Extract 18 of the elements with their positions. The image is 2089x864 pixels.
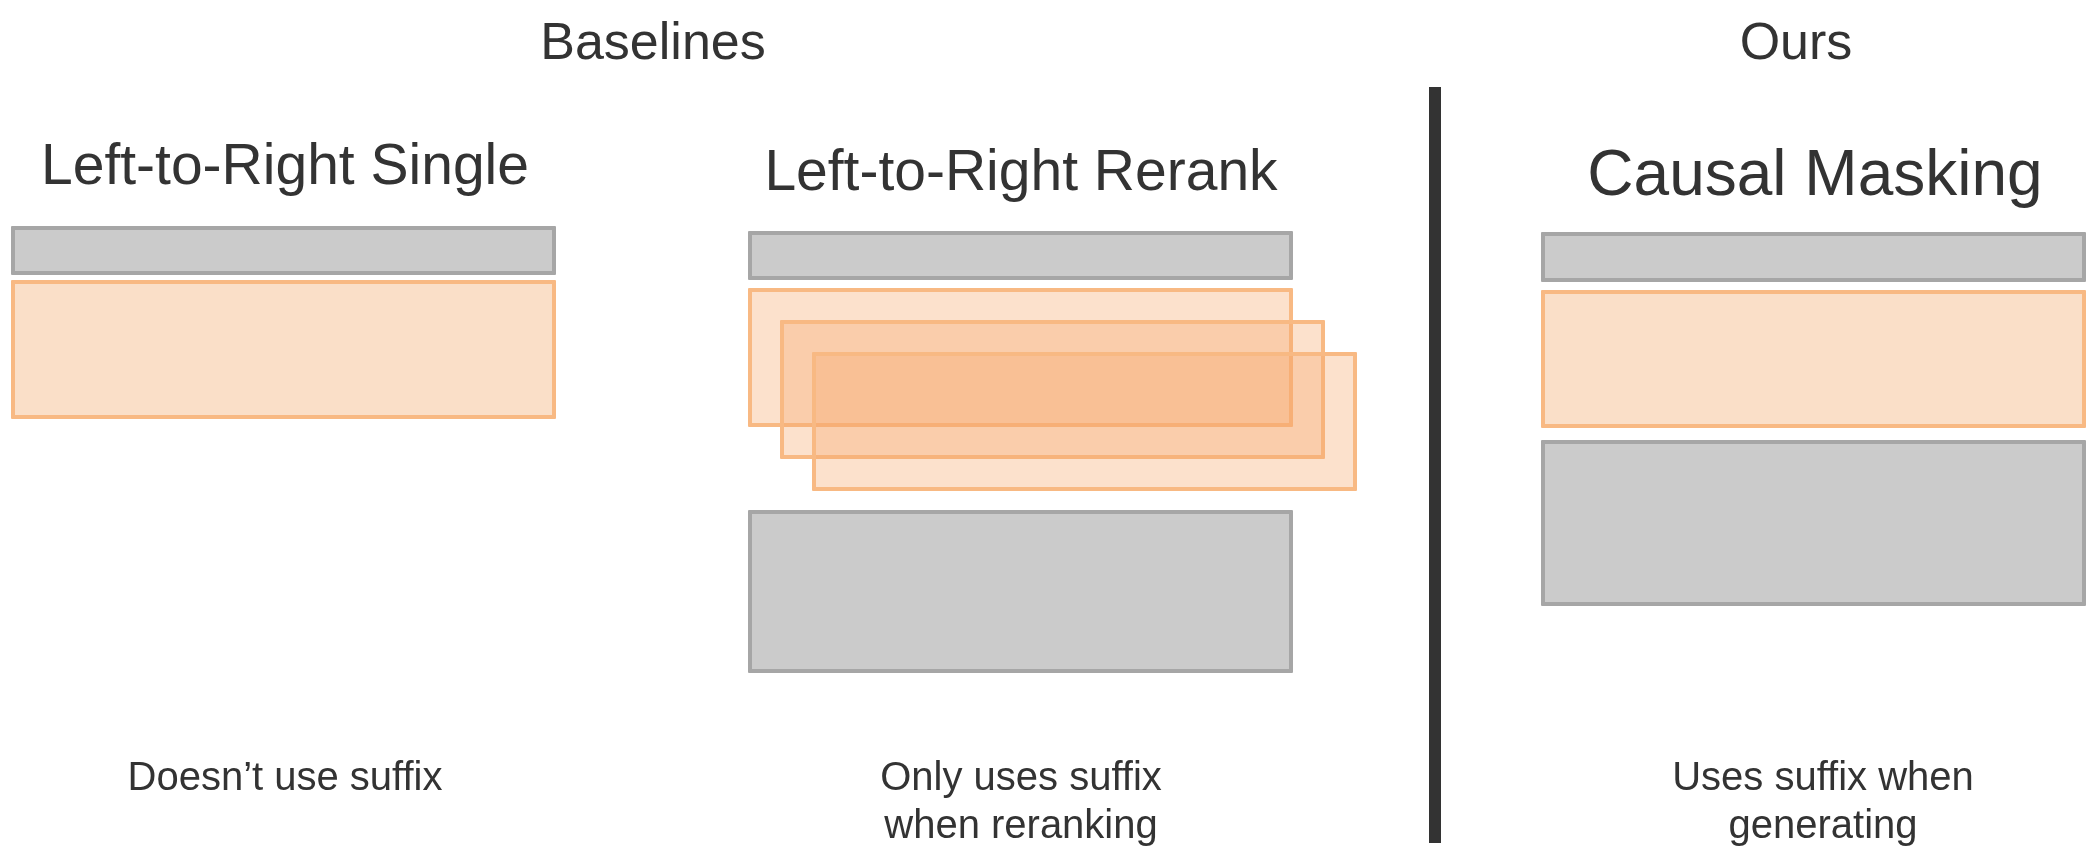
section-heading: Ours [1739,11,1853,72]
panel-note: Doesn’t use suffix [127,753,443,800]
panel-heading: Left-to-Right Rerank [764,137,1278,204]
panel-note: Only uses suffix when reranking [879,753,1163,848]
sequence-bar [748,231,1293,280]
sequence-bar [1541,232,2086,282]
sequence-bar [1541,290,2086,428]
sequence-bar [748,510,1293,673]
panel-heading: Left-to-Right Single [41,131,529,198]
sequence-bar [748,288,1293,427]
sequence-bar [11,280,556,419]
sequence-bar [1541,440,2086,606]
sequence-bar [11,226,556,275]
sequence-bar [780,320,1325,459]
panel-heading: Causal Masking [1587,136,2043,211]
section-heading: Baselines [540,11,766,72]
sequence-bar [812,352,1357,491]
panel-note: Uses suffix when generating [1671,753,1975,848]
